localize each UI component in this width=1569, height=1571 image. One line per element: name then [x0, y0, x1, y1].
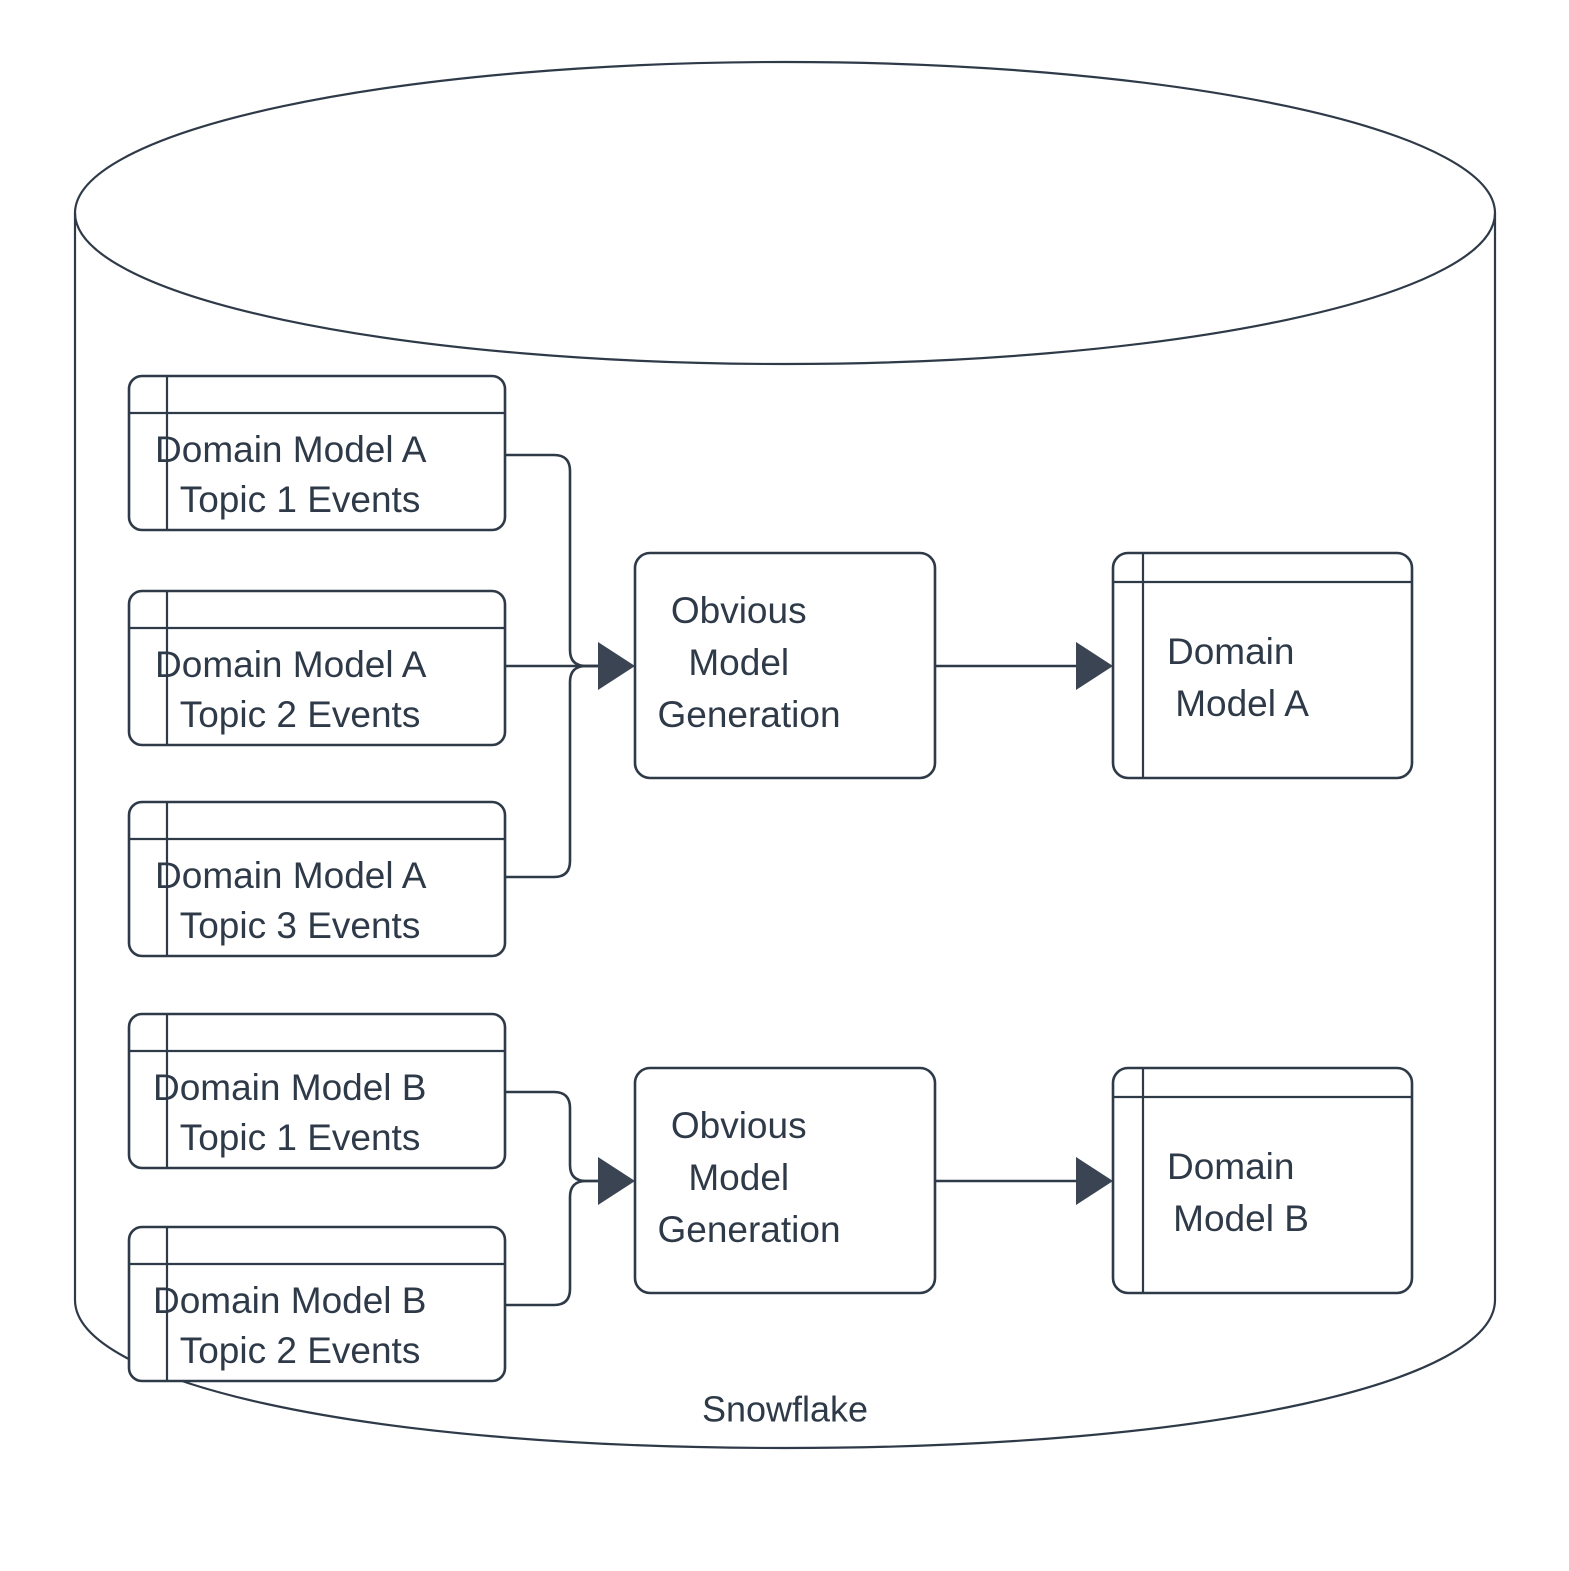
target-table-a[interactable]: Domain Model A [1111, 551, 1414, 780]
snowflake-container-label: Snowflake [702, 1389, 868, 1430]
connector-a3-to-process [505, 664, 600, 879]
table-outline [1111, 1066, 1414, 1295]
source-table-a2-label: Domain Model A Topic 2 Events [155, 644, 517, 735]
arrowhead-into-target-b [1076, 1157, 1113, 1205]
source-table-a1-label: Domain Model A Topic 1 Events [155, 429, 517, 520]
source-table-a3-label: Domain Model A Topic 3 Events [155, 855, 517, 946]
table-outline [1111, 551, 1414, 780]
process-node-a[interactable]: Obvious Model Generation [633, 551, 937, 780]
connector-process-b-to-target-b [935, 1157, 1113, 1205]
process-node-a-label: Obvious Model Generation [657, 590, 912, 735]
process-node-b[interactable]: Obvious Model Generation [633, 1066, 937, 1295]
connector-b1-to-process [505, 1090, 600, 1183]
table-outline [127, 374, 507, 532]
target-table-b-label: Domain Model B [1167, 1146, 1387, 1239]
target-table-a-label: Domain Model A [1167, 631, 1387, 724]
source-table-b1-label: Domain Model B Topic 1 Events [153, 1067, 519, 1158]
table-outline [127, 800, 507, 958]
arrowhead-into-process-a [598, 642, 635, 690]
connector-b2-to-process [505, 1179, 600, 1307]
process-node-b-label: Obvious Model Generation [657, 1105, 912, 1250]
arrowhead-into-process-b [598, 1157, 635, 1205]
source-table-a2[interactable]: Domain Model A Topic 2 Events [127, 589, 517, 747]
source-table-b2-label: Domain Model B Topic 2 Events [153, 1280, 519, 1371]
source-table-a1[interactable]: Domain Model A Topic 1 Events [127, 374, 517, 532]
connectors-group-b [505, 1090, 635, 1307]
arrowhead-into-target-a [1076, 642, 1113, 690]
source-table-a3[interactable]: Domain Model A Topic 3 Events [127, 800, 517, 958]
target-table-b[interactable]: Domain Model B [1111, 1066, 1414, 1295]
connector-a1-to-process [505, 453, 600, 668]
connectors-group-a [505, 453, 635, 879]
cylinder-top-ellipse [73, 60, 1497, 366]
source-table-b2[interactable]: Domain Model B Topic 2 Events [127, 1225, 519, 1383]
source-table-b1[interactable]: Domain Model B Topic 1 Events [127, 1012, 519, 1170]
connector-process-a-to-target-a [935, 642, 1113, 690]
table-outline [127, 589, 507, 747]
